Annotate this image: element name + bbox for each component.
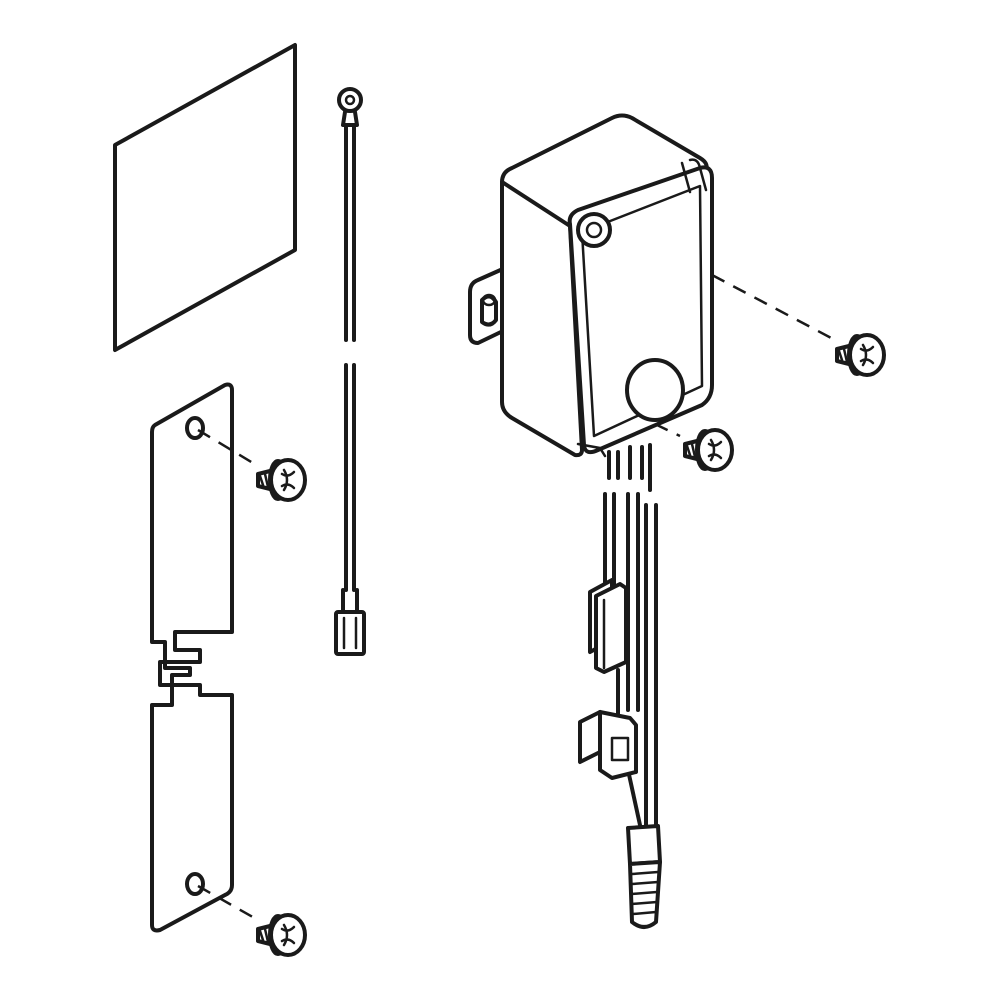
screw <box>256 913 307 957</box>
cable-harness <box>603 443 658 827</box>
alignment-line <box>711 273 836 342</box>
ground-wire <box>334 87 366 656</box>
screw <box>256 458 307 502</box>
plug <box>626 824 662 929</box>
alignment-line <box>197 428 259 468</box>
adhesive-sheet <box>113 43 297 352</box>
control-box <box>468 113 714 458</box>
screw <box>835 333 886 377</box>
mounting-plate <box>150 382 234 933</box>
screw <box>683 428 734 472</box>
connector <box>578 710 638 780</box>
connector <box>588 578 628 674</box>
alignment-line <box>197 884 259 922</box>
